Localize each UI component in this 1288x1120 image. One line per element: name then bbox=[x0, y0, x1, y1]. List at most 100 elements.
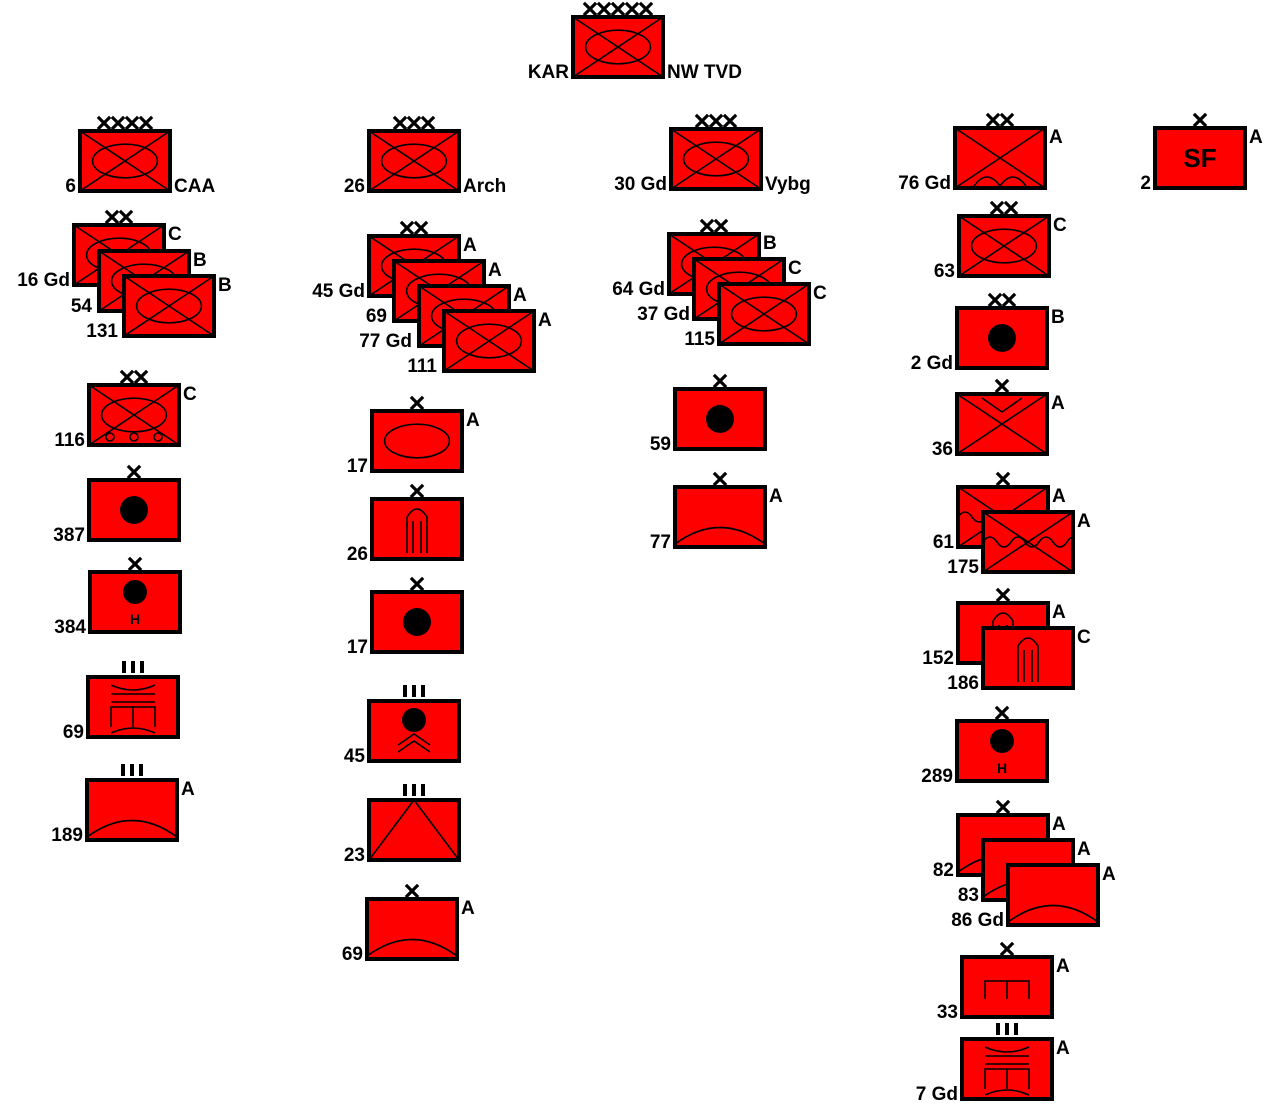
unit-designation: 175 bbox=[947, 557, 979, 578]
unit-designation: 289 bbox=[921, 766, 953, 787]
unit-designation: 45 Gd bbox=[312, 281, 365, 302]
motor-rifle-icon bbox=[572, 16, 664, 78]
unit-designation: 64 Gd bbox=[612, 279, 665, 300]
unit-designation: 45 bbox=[344, 746, 366, 767]
unit-designation: 77 Gd bbox=[359, 331, 412, 352]
readiness-category: A bbox=[1056, 1038, 1070, 1059]
missile-icon bbox=[1017, 637, 1039, 682]
readiness-category: C bbox=[788, 258, 802, 279]
airborne-icon bbox=[954, 127, 1046, 189]
echelon-brigade-icon bbox=[409, 483, 425, 499]
echelon-regiment-icon bbox=[121, 764, 143, 776]
readiness-category: A bbox=[1052, 486, 1066, 507]
echelon-regiment-icon bbox=[122, 661, 144, 673]
unit-symbol-26msl[interactable]: 26 bbox=[347, 483, 464, 565]
unit-designation: 69 bbox=[342, 944, 363, 965]
unit-designation: 26 bbox=[344, 176, 365, 197]
readiness-category: A bbox=[1052, 602, 1066, 623]
echelon-corps-icon bbox=[392, 115, 436, 131]
readiness-category: A bbox=[1051, 393, 1065, 414]
unit-symbol-69eng[interactable]: 69 bbox=[63, 661, 180, 743]
unit-designation: 189 bbox=[51, 825, 83, 846]
unit-symbol-17art[interactable]: 17 bbox=[347, 576, 464, 658]
artillery-howitzer-icon bbox=[123, 580, 147, 604]
unit-symbol-289[interactable]: H 289 bbox=[921, 705, 1049, 787]
unit-frame bbox=[365, 897, 459, 961]
unit-symbol-36[interactable]: 36A bbox=[932, 378, 1065, 460]
echelon-brigade-icon bbox=[999, 941, 1015, 957]
rocket-artillery-icon bbox=[397, 708, 431, 753]
unit-symbol-387[interactable]: 387 bbox=[53, 464, 181, 546]
echelon-regiment-icon bbox=[403, 784, 425, 796]
pontoon-bridge-icon bbox=[984, 1046, 1030, 1096]
readiness-category: A bbox=[1077, 839, 1091, 860]
pontoon-bridge-icon bbox=[110, 684, 156, 734]
unit-symbol-kar[interactable]: KAR NW TVD bbox=[528, 1, 742, 83]
echelon-front-icon bbox=[582, 1, 654, 17]
unit-designation: 33 bbox=[937, 1002, 958, 1023]
readiness-category: A bbox=[538, 310, 552, 331]
unit-symbol-77ad[interactable]: 77A bbox=[650, 471, 783, 553]
readiness-category: A bbox=[1102, 864, 1116, 885]
unit-symbol-text: H bbox=[997, 760, 1007, 776]
unit-symbol-76gd[interactable]: 76 GdA bbox=[898, 112, 1063, 194]
unit-designation: 2 bbox=[1140, 173, 1151, 194]
unit-symbol-69ad[interactable]: 69A bbox=[342, 883, 475, 965]
echelon-corps-icon bbox=[694, 113, 738, 129]
echelon-regiment-icon bbox=[996, 1023, 1018, 1035]
air-defense-icon bbox=[1007, 904, 1099, 923]
unit-designation: KAR bbox=[528, 62, 569, 83]
unit-designation: 17 bbox=[347, 637, 368, 658]
parent-command-label: NW TVD bbox=[667, 62, 742, 83]
air-defense-icon bbox=[86, 819, 178, 838]
unit-designation: 384 bbox=[54, 617, 86, 638]
artillery-icon bbox=[706, 405, 734, 433]
unit-symbol-111[interactable]: 111 A bbox=[407, 309, 552, 377]
unit-symbol-17tk[interactable]: 17A bbox=[347, 395, 480, 477]
unit-designation: 23 bbox=[344, 845, 365, 866]
unit-symbol-59[interactable]: 59 bbox=[650, 373, 767, 455]
unit-designation: 59 bbox=[650, 434, 671, 455]
unit-symbol-45rkt[interactable]: 45 bbox=[344, 685, 461, 767]
unit-designation: 77 bbox=[650, 532, 671, 553]
unit-designation: 115 bbox=[684, 329, 715, 350]
unit-symbol-2gd[interactable]: 2 GdB bbox=[911, 292, 1065, 374]
unit-symbol-23[interactable]: 23 bbox=[344, 784, 461, 866]
unit-designation: 111 bbox=[407, 356, 437, 377]
echelon-division-icon bbox=[987, 292, 1017, 308]
motor-rifle-icon bbox=[123, 275, 215, 337]
echelon-brigade-icon bbox=[409, 395, 425, 411]
unit-frame bbox=[1153, 126, 1247, 190]
echelon-brigade-icon bbox=[126, 464, 142, 480]
air-assault-icon bbox=[956, 393, 1048, 455]
unit-symbol-7gd[interactable]: 7 Gd A bbox=[916, 1023, 1070, 1105]
unit-designation: 69 bbox=[63, 722, 84, 743]
unit-frame bbox=[370, 497, 464, 561]
unit-designation: 7 Gd bbox=[916, 1084, 958, 1105]
unit-designation: 86 Gd bbox=[951, 910, 1004, 931]
echelon-regiment-icon bbox=[403, 685, 425, 697]
readiness-category: A bbox=[513, 285, 527, 306]
unit-symbol-33[interactable]: 33A bbox=[937, 941, 1070, 1023]
echelon-brigade-icon bbox=[994, 378, 1010, 394]
unit-symbol-63[interactable]: 63C bbox=[934, 200, 1067, 282]
artillery-icon bbox=[120, 496, 148, 524]
unit-frame bbox=[367, 798, 461, 862]
unit-symbol-86gd[interactable]: 86 Gd A bbox=[951, 863, 1116, 931]
motor-rifle-icon bbox=[443, 310, 535, 372]
echelon-brigade-icon bbox=[995, 471, 1011, 487]
naval-infantry-icon bbox=[982, 511, 1074, 573]
echelon-brigade-icon bbox=[409, 576, 425, 592]
